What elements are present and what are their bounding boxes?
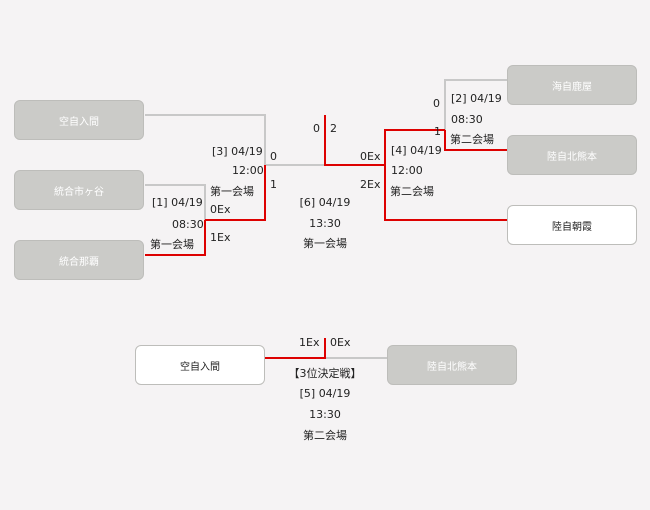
match-4-time: 12:00: [391, 164, 423, 177]
match-5-venue: 第二会場: [303, 429, 347, 442]
match-3-venue: 第一会場: [210, 185, 254, 198]
winner-lines: [145, 115, 507, 359]
match-1-venue: 第一会場: [150, 238, 194, 251]
match-2-score-bottom: 1: [434, 125, 441, 138]
line-t5: [444, 130, 507, 151]
line-t6: [384, 165, 507, 221]
match-4-label: [4] 04/19: [391, 144, 442, 157]
team-name: 陸自北熊本: [547, 151, 597, 163]
line-third-win: [265, 338, 326, 359]
team-name: 海自鹿屋: [552, 81, 592, 93]
third-place-score-right: 0Ex: [330, 336, 351, 349]
match-6-time: 13:30: [309, 217, 341, 230]
team-name: 空自入間: [59, 116, 99, 128]
team-box-rikuji-kitakumamoto: 陸自北熊本: [507, 135, 637, 175]
match-1-score-top: 0Ex: [210, 203, 231, 216]
team-name: 統合那覇: [59, 256, 99, 268]
match-5-label: [5] 04/19: [299, 387, 351, 400]
match-2-venue: 第二会場: [450, 133, 494, 146]
team-box-third-right: 陸自北熊本: [387, 345, 517, 385]
line-final-win: [324, 115, 385, 166]
line-m1-win: [205, 165, 266, 221]
final-score-left: 0: [313, 122, 320, 135]
team-box-third-left: 空自入間: [135, 345, 265, 385]
final-score-right: 2: [330, 122, 337, 135]
team-box-rikuji-asaka-champion: 陸自朝霞: [507, 205, 637, 245]
team-box-togo-ichigaya: 統合市ヶ谷: [14, 170, 144, 210]
team-name: 統合市ヶ谷: [54, 186, 104, 198]
match-4-score-bottom: 2Ex: [360, 178, 381, 191]
match-2-time: 08:30: [451, 113, 483, 126]
match-6-venue: 第一会場: [303, 237, 347, 250]
team-box-togo-naha: 統合那覇: [14, 240, 144, 280]
match-1-time: 08:30: [172, 218, 204, 231]
match-4-venue: 第二会場: [390, 185, 434, 198]
third-place-title: 【3位決定戦】: [288, 367, 362, 380]
line-t3: [145, 220, 206, 256]
line-t4: [444, 79, 507, 130]
match-3-label: [3] 04/19: [212, 145, 263, 158]
match-3-score-top: 0: [270, 150, 277, 163]
match-3-time: 12:00: [232, 164, 264, 177]
match-4-score-top: 0Ex: [360, 150, 381, 163]
match-5-time: 13:30: [309, 408, 341, 421]
team-name: 空自入間: [180, 361, 220, 373]
match-1-label: [1] 04/19: [152, 196, 203, 209]
third-place-score-left: 1Ex: [299, 336, 320, 349]
team-name: 陸自北熊本: [427, 361, 477, 373]
line-t1: [145, 114, 266, 165]
team-box-kuji-iruma: 空自入間: [14, 100, 144, 140]
match-6-label: [6] 04/19: [299, 196, 351, 209]
line-t2: [145, 184, 206, 220]
loser-lines: [145, 79, 507, 359]
match-3-score-bottom: 1: [270, 178, 277, 191]
match-1-score-bottom: 1Ex: [210, 231, 231, 244]
match-2-label: [2] 04/19: [451, 92, 502, 105]
team-name: 陸自朝霞: [552, 221, 592, 233]
match-2-score-top: 0: [433, 97, 440, 110]
line-m2-win: [384, 129, 445, 165]
team-box-kaiji-kanoya: 海自鹿屋: [507, 65, 637, 105]
